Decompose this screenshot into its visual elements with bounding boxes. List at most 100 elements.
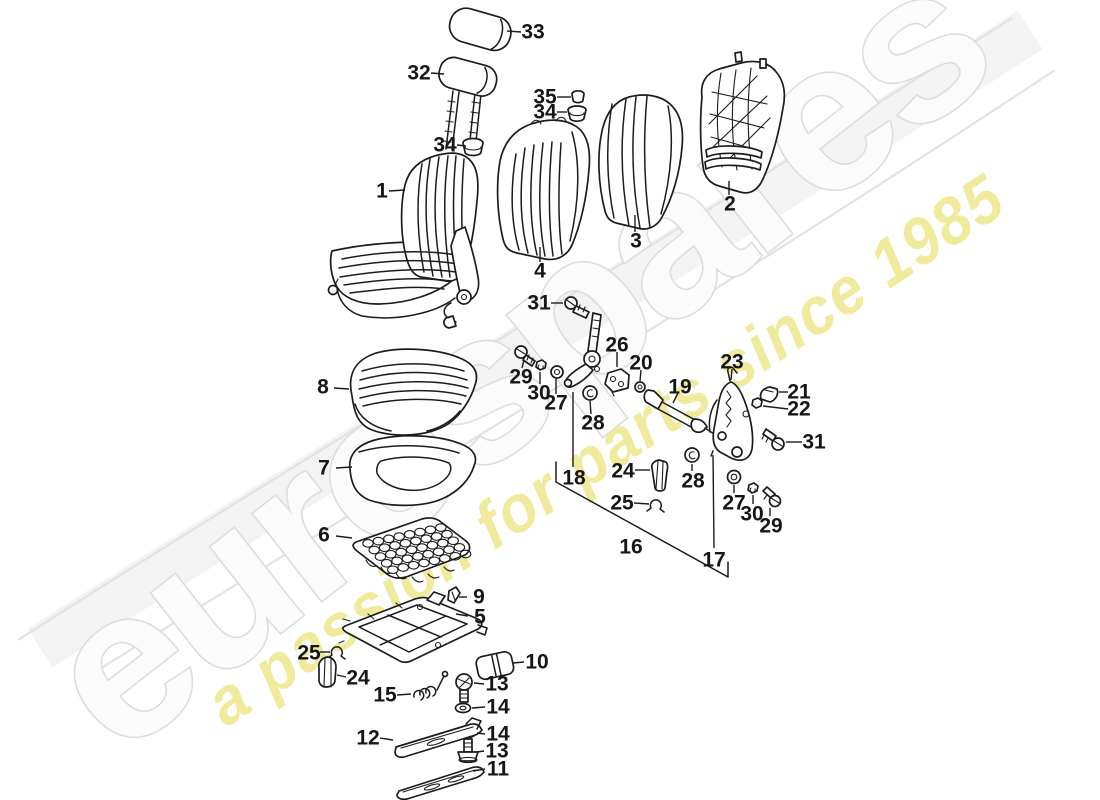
callout-18: 18 <box>562 392 586 490</box>
spring-coil <box>374 552 387 561</box>
callout-20: 20 <box>629 352 653 382</box>
part-number-label: 25 <box>610 492 634 515</box>
leader-line <box>521 359 525 369</box>
swoosh-edge-lower <box>94 69 1056 673</box>
callout-5: 5 <box>455 606 486 629</box>
spring-coil <box>420 534 432 544</box>
leader-line <box>388 189 406 192</box>
callout-27: 27 <box>722 485 746 515</box>
part-6-spring-frame <box>352 517 472 583</box>
part-number-label: 28 <box>581 412 605 435</box>
part-31-screw-top <box>564 296 590 319</box>
part-12-rail <box>394 717 483 759</box>
callout-34: 34 <box>533 101 567 124</box>
part-18-hinge-lever <box>563 312 602 388</box>
spring-coil <box>449 551 461 561</box>
part-number-label: 6 <box>318 524 330 547</box>
part-number-label: 34 <box>533 101 557 124</box>
spring-coil <box>435 523 447 532</box>
part-number-label: 19 <box>668 376 691 399</box>
leader-line <box>335 535 353 539</box>
spring-coil <box>383 534 395 544</box>
part-25-clip-mid <box>646 499 665 513</box>
callout-34: 34 <box>433 134 467 157</box>
spring-coil <box>426 540 439 550</box>
callout-4: 4 <box>534 247 546 283</box>
part-number-label: 27 <box>722 492 745 515</box>
part-number-label: 13 <box>485 673 508 696</box>
spring-coil <box>403 530 416 539</box>
part-number-label: 14 <box>486 696 510 719</box>
part-26-bracket <box>604 368 630 397</box>
part-23-recliner-fitting <box>708 366 754 461</box>
leader-line <box>712 454 715 549</box>
spring-coil <box>399 538 412 548</box>
leader-line <box>589 400 592 415</box>
part-4-backrest-cover <box>496 116 591 261</box>
callout-3: 3 <box>630 215 642 253</box>
part-29-screw-right <box>762 486 782 508</box>
part-30-nut-left <box>535 359 547 371</box>
part-number-label: 12 <box>356 727 379 750</box>
part-22-nut <box>751 397 763 409</box>
part-7-cushion-pad <box>348 434 477 507</box>
part-35-cap <box>571 89 585 104</box>
leader-line <box>455 613 469 617</box>
part-29-screw-left <box>514 345 536 367</box>
callout-14: 14 <box>476 723 510 746</box>
callout-21: 21 <box>779 381 811 404</box>
leader-line <box>633 502 650 505</box>
callout-33: 33 <box>506 21 545 44</box>
part-number-label: 33 <box>521 21 544 44</box>
part-32-headrest <box>438 56 498 152</box>
callout-9: 9 <box>459 586 485 609</box>
callout-24: 24 <box>336 667 370 690</box>
leader-line <box>396 693 412 696</box>
part-15-spring <box>413 670 449 701</box>
spring-coil <box>401 554 414 564</box>
part-2-backrest-frame <box>699 51 786 194</box>
callout-25: 25 <box>610 492 650 515</box>
part-number-label: 15 <box>373 684 397 707</box>
part-number-label: 26 <box>605 334 628 357</box>
part-14-washer-upper <box>454 702 472 714</box>
spring-coil <box>410 536 422 546</box>
leader-line <box>473 682 485 685</box>
leader-line <box>476 732 486 735</box>
part-number-label: 30 <box>527 382 550 405</box>
part-13-bolt-upper <box>455 673 473 703</box>
callout-31: 31 <box>786 431 826 454</box>
part-number-label: 5 <box>474 606 486 629</box>
callout-29: 29 <box>509 359 533 389</box>
spring-coil <box>428 556 441 566</box>
callout-32: 32 <box>407 62 445 85</box>
part-number-label: 3 <box>630 230 642 253</box>
part-number-label: 10 <box>525 651 548 674</box>
part-number-label: 4 <box>534 260 546 283</box>
callout-7: 7 <box>318 457 353 480</box>
spring-coil <box>405 545 418 555</box>
spring-coil <box>453 543 466 552</box>
callout-15: 15 <box>373 684 412 707</box>
callout-13: 13 <box>476 740 509 763</box>
part-11-rail <box>396 766 485 800</box>
spring-coil <box>416 543 428 552</box>
part-3-backrest-pad <box>598 94 684 230</box>
part-number-label: 32 <box>407 62 430 85</box>
spring-coil <box>389 541 401 550</box>
part-number-label: 24 <box>611 460 635 483</box>
leader-line <box>762 405 789 410</box>
part-1-seat <box>327 152 480 329</box>
spring-coil <box>387 565 399 575</box>
part-21-handle <box>759 386 779 403</box>
callout-27: 27 <box>544 379 568 415</box>
spring-coil <box>447 536 459 546</box>
group-bracket-16 <box>555 461 729 578</box>
part-10-roller <box>475 650 515 681</box>
part-30-nut-right <box>747 482 759 494</box>
spring-coil <box>418 558 430 568</box>
watermark-brand-text: eurospares <box>1 0 1028 795</box>
callout-1: 1 <box>376 180 406 203</box>
callout-23: 23 <box>720 351 744 381</box>
